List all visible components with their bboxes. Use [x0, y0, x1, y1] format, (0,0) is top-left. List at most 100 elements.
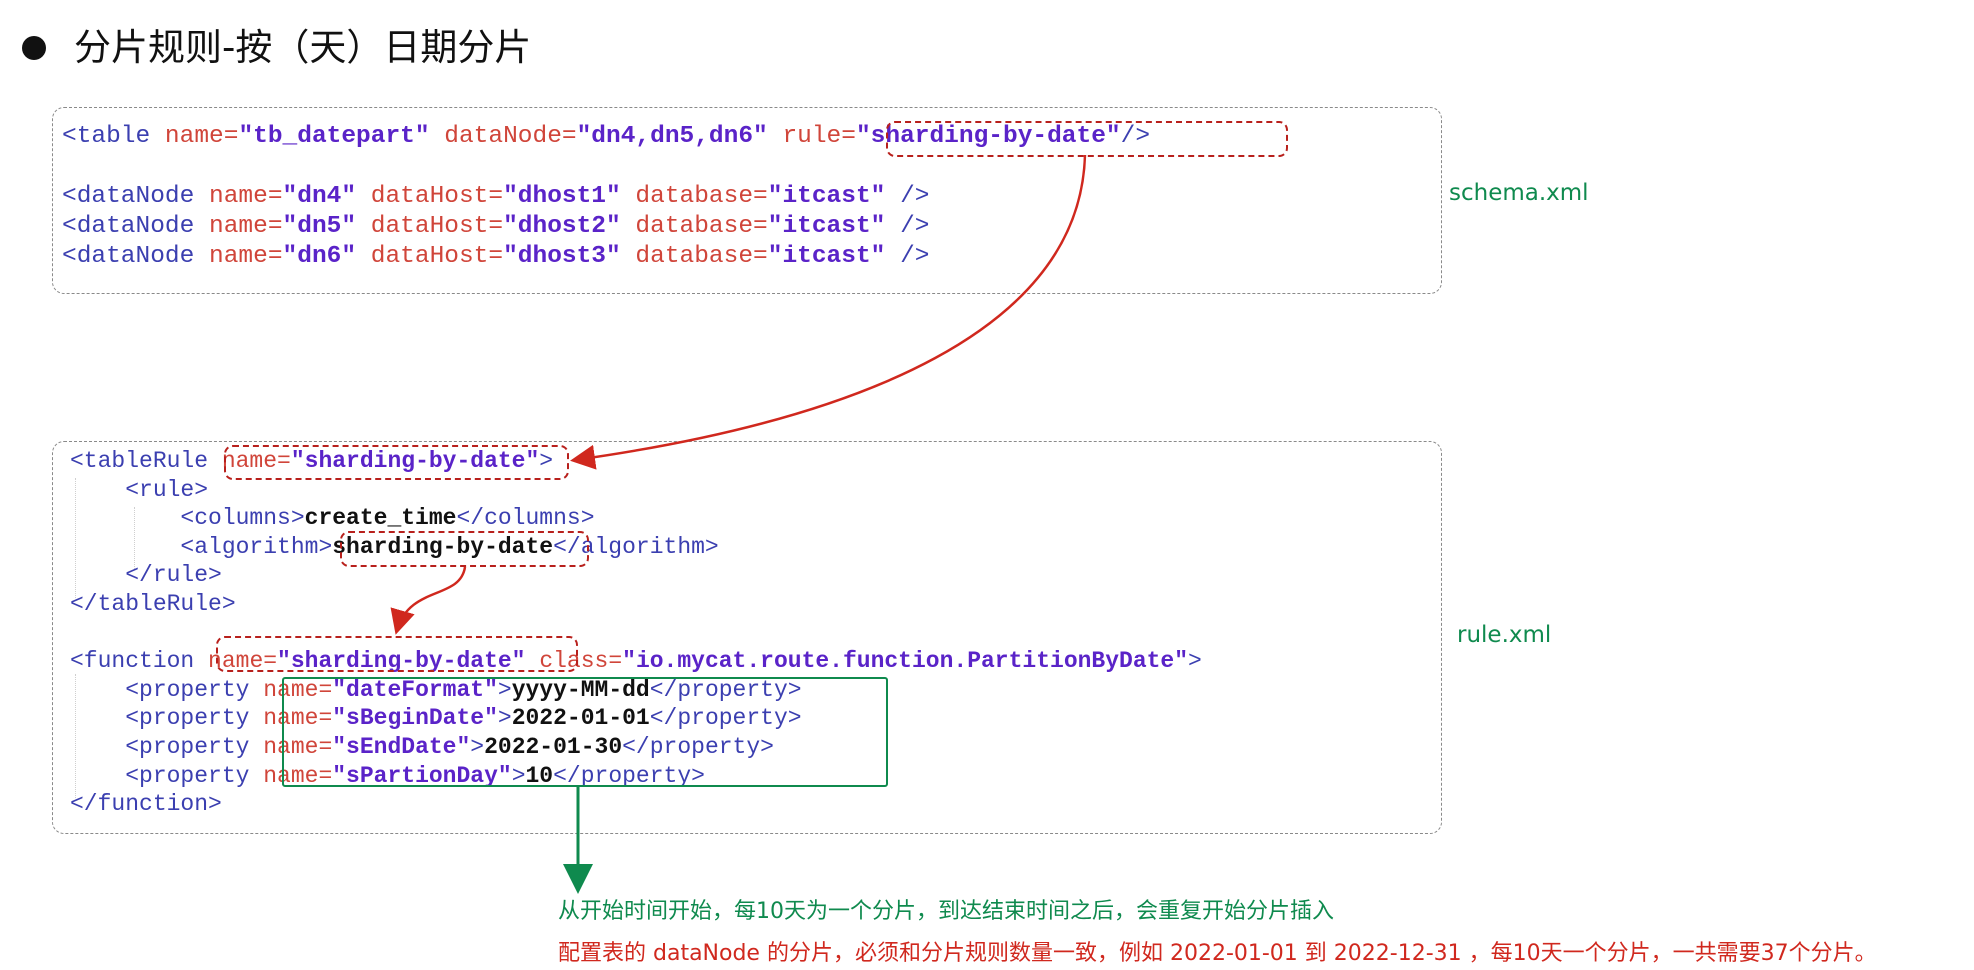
- code-token: </rule>: [70, 562, 222, 589]
- code-token: "dhost1": [503, 183, 621, 210]
- code-token: name=: [164, 123, 239, 150]
- code-token: "dateFormat": [332, 676, 498, 703]
- code-token: name=: [209, 243, 283, 270]
- code-token: "dhost3": [503, 243, 621, 270]
- schema-file-label: schema.xml: [1449, 180, 1589, 206]
- rule-attribute-highlight: [886, 121, 1288, 157]
- rule-file-label: rule.xml: [1457, 622, 1552, 648]
- code-token: </property>: [553, 762, 705, 789]
- code-token: </columns>: [456, 505, 595, 532]
- code-line: <dataNode name="dn6" dataHost="dhost3" d…: [62, 242, 1150, 272]
- code-token: name=: [209, 213, 283, 240]
- code-token: <function: [70, 648, 209, 675]
- code-token: 2022-01-30: [484, 733, 623, 760]
- schema-code-block: <table name="tb_datepart" dataNode="dn4,…: [62, 122, 1150, 272]
- code-token: >: [511, 762, 526, 789]
- schema-xml-panel: [52, 107, 1442, 294]
- code-token: </property>: [622, 733, 774, 760]
- code-token: </tableRule>: [70, 590, 236, 617]
- code-token: />: [885, 213, 930, 240]
- code-token: "dn6": [282, 243, 357, 270]
- code-token: dataHost=: [370, 243, 504, 270]
- code-token: dataHost=: [370, 183, 504, 210]
- code-token: <columns>: [70, 505, 305, 532]
- code-line: <tableRule name="sharding-by-date">: [70, 447, 1202, 476]
- code-token: "sharding-by-date": [290, 448, 540, 474]
- code-token: />: [885, 243, 930, 270]
- code-line: <columns>create_time</columns>: [70, 504, 1202, 533]
- code-token: >: [470, 733, 485, 760]
- code-token: >: [539, 448, 554, 474]
- code-line: <dataNode name="dn4" dataHost="dhost1" d…: [62, 182, 1150, 212]
- code-line: <property name="sPartionDay">10</propert…: [70, 762, 1202, 791]
- tablerule-name-highlight: [224, 445, 569, 480]
- code-line: </function>: [70, 790, 1202, 819]
- code-token: "itcast": [767, 243, 886, 270]
- code-token: </function>: [70, 791, 222, 818]
- code-token: database=: [635, 183, 768, 210]
- code-token: name=: [263, 733, 333, 760]
- code-token: class=: [539, 648, 623, 675]
- code-token: >: [497, 705, 512, 732]
- code-token: name=: [263, 762, 333, 789]
- code-token: <dataNode: [62, 213, 210, 240]
- code-token: </property>: [649, 676, 802, 703]
- code-line: <property name="dateFormat">yyyy-MM-dd</…: [70, 676, 1202, 705]
- code-token: "dn4,dn5,dn6": [576, 123, 768, 150]
- code-token: </property>: [649, 705, 802, 732]
- schema-to-tablerule-arrow: [570, 154, 1087, 470]
- code-token: yyyy-MM-dd: [511, 676, 650, 703]
- code-token: />: [885, 183, 930, 210]
- indent-guide: [134, 507, 135, 569]
- code-token: <dataNode: [62, 243, 210, 270]
- code-token: <algorithm>: [70, 533, 333, 560]
- code-token: 10: [525, 762, 554, 789]
- code-token: >: [497, 676, 512, 703]
- code-line: <function name="sharding-by-date" class=…: [70, 647, 1202, 676]
- code-token: "dhost2": [503, 213, 621, 240]
- code-token: "dn5": [282, 213, 357, 240]
- code-token: create_time: [304, 505, 457, 532]
- code-token: <property: [70, 762, 264, 789]
- code-token: "io.mycat.route.function.PartitionByDate…: [622, 648, 1189, 675]
- code-token: <table: [62, 123, 165, 150]
- code-token: <property: [70, 705, 264, 732]
- code-line: <rule>: [70, 476, 1202, 505]
- code-token: "itcast": [767, 213, 886, 240]
- title-bullet: [22, 36, 46, 60]
- indent-guide: [75, 478, 76, 598]
- code-token: <property: [70, 733, 264, 760]
- code-token: <dataNode: [62, 183, 210, 210]
- rule-xml-panel: [52, 441, 1442, 834]
- code-token: >: [1188, 648, 1202, 675]
- code-token: name=: [263, 676, 333, 703]
- code-token: dataNode=: [444, 123, 577, 150]
- code-token: "itcast": [767, 183, 886, 210]
- code-token: database=: [635, 213, 768, 240]
- code-token: "sharding-by-date": [277, 648, 526, 675]
- properties-highlight: [282, 677, 888, 787]
- indent-guide: [75, 674, 76, 798]
- rule-code-block: <tableRule name="sharding-by-date"> <rul…: [70, 447, 1202, 819]
- code-line: <property name="sEndDate">2022-01-30</pr…: [70, 733, 1202, 762]
- code-token: <rule>: [70, 476, 209, 503]
- code-line: <property name="sBeginDate">2022-01-01</…: [70, 704, 1202, 733]
- code-line: <dataNode name="dn5" dataHost="dhost2" d…: [62, 212, 1150, 242]
- code-token: dataHost=: [370, 213, 504, 240]
- sharding-explanation-note: 从开始时间开始，每10天为一个分片，到达结束时间之后，会重复开始分片插入: [558, 899, 1334, 924]
- code-token: <property: [70, 676, 264, 703]
- code-line: </tableRule>: [70, 590, 1202, 619]
- code-token: "sEndDate": [332, 733, 471, 760]
- code-token: "dn4": [282, 183, 357, 210]
- code-token: name=: [209, 183, 283, 210]
- code-token: name=: [263, 705, 333, 732]
- function-name-highlight: [216, 636, 578, 672]
- code-token: "sBeginDate": [332, 705, 498, 732]
- code-token: "tb_datepart": [238, 123, 430, 150]
- code-token: sharding-by-date: [332, 533, 554, 560]
- datanode-requirement-note: 配置表的 dataNode 的分片，必须和分片规则数量一致，例如 2022-01…: [558, 941, 1877, 966]
- algorithm-highlight: [340, 531, 589, 567]
- code-token: <tableRule: [70, 448, 222, 474]
- code-token: "sharding-by-date": [855, 123, 1121, 150]
